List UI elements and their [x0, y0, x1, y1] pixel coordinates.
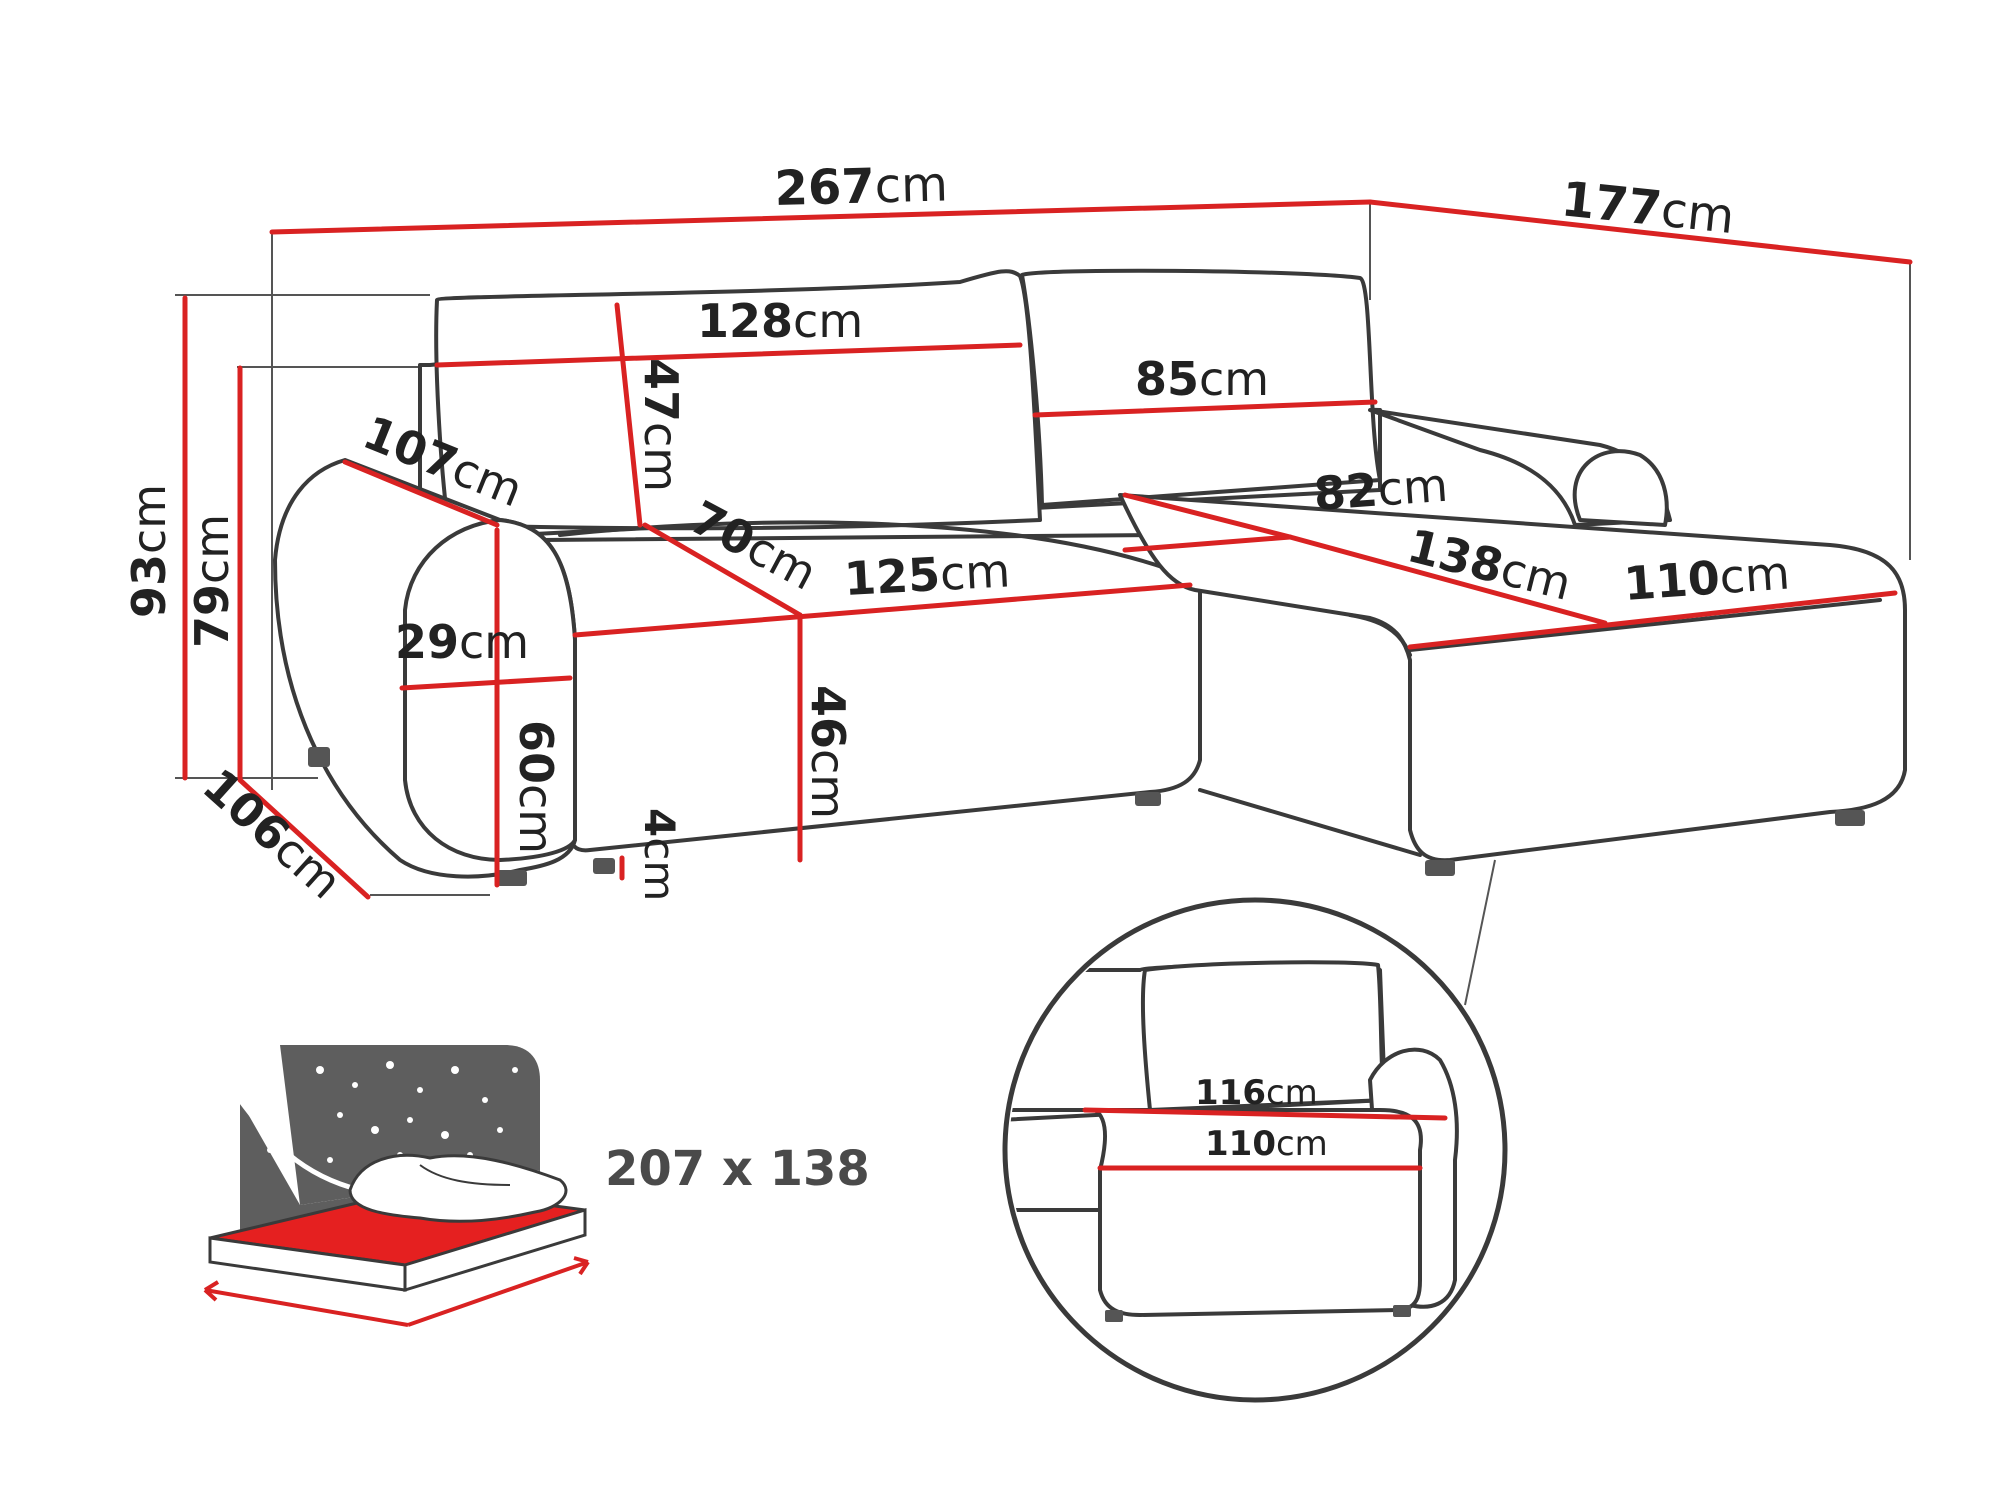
label-backrest-height: 47cm [634, 358, 688, 492]
label-armrest-width: 29cm [395, 615, 529, 669]
label-leg-height: 4cm [635, 808, 684, 901]
dim-line-total-width [269, 199, 1373, 235]
leg [1135, 792, 1161, 806]
detail-back-cushion [1140, 960, 1387, 1112]
dim-line-seat-depth [642, 522, 803, 618]
detail-label-lower: 110cm [1205, 1124, 1328, 1164]
leg [1425, 860, 1455, 876]
pillow-icon [348, 1153, 568, 1223]
dim-line-armrest-length [342, 459, 500, 528]
leg [593, 858, 615, 874]
dim-line-chaise-front [1407, 590, 1898, 650]
back-cushion-right [1020, 268, 1382, 507]
dim-line-backrest-height [614, 302, 643, 528]
detail-zoom-circle: 116cm 110cm [1002, 897, 1508, 1403]
label-right-backrest: 85cm [1135, 352, 1269, 406]
detail-seat [1009, 1108, 1423, 1317]
dim-line-seat-width [572, 582, 1193, 638]
leg [497, 870, 527, 886]
dim-line-chaise-length [1287, 534, 1608, 626]
bed-size-label: 207 x 138 [605, 1141, 870, 1197]
label-armrest-height: 60cm [509, 720, 563, 854]
dim-line-chaise-inner-b [1122, 534, 1293, 553]
leg [308, 747, 330, 767]
sleeping-bed-icon: 207 x 138 [203, 1045, 870, 1327]
dim-line-armrest-width [399, 675, 573, 691]
dim-line-chaise-inner [1122, 492, 1293, 540]
label-chaise-inner: 82cm [1312, 458, 1450, 521]
label-height: 93cm [122, 484, 176, 618]
label-seat-height: 46cm [801, 685, 855, 819]
dimension-lines [182, 199, 1913, 900]
label-chaise-front: 110cm [1622, 546, 1792, 611]
label-total-width: 267cm [774, 156, 949, 217]
label-back-height: 79cm [185, 514, 239, 648]
label-backrest-width: 128cm [697, 294, 863, 348]
sofa-drawing [175, 200, 1911, 1006]
label-chaise-depth: 177cm [1559, 171, 1737, 245]
detail-label-upper: 116cm [1195, 1073, 1318, 1113]
leg [1835, 810, 1865, 826]
dim-line-right-backrest [1032, 399, 1378, 418]
detail-dim-upper [1082, 1107, 1448, 1121]
dim-line-depth [237, 777, 371, 900]
label-seat-width: 125cm [843, 543, 1012, 606]
dim-line-backrest-width [434, 342, 1023, 368]
dim-line-chaise-depth [1367, 199, 1913, 265]
